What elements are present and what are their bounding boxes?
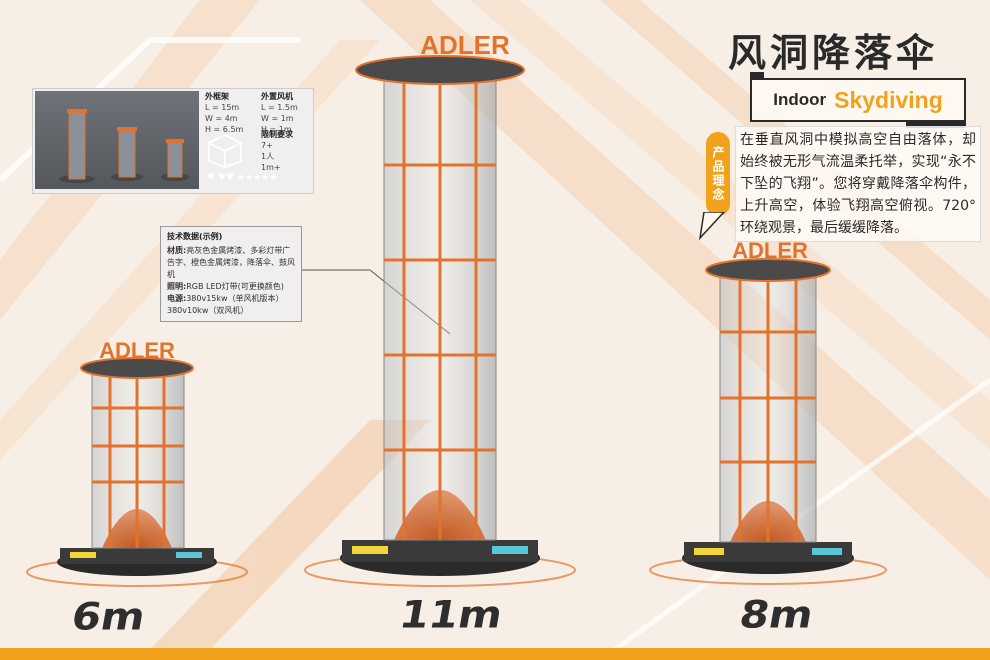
spec-outer-frame: 外框架 L = 15m W = 4m H = 6.5m — [205, 91, 243, 135]
tower-thumbnail — [35, 91, 199, 189]
spec-limits: 限制要求 7+ 1人 1m+ — [261, 129, 293, 173]
tower-11m: ADLER — [304, 30, 576, 587]
cube-icon — [208, 133, 242, 169]
material-value: 亮灰色金属烤漆、多彩灯带广告字、橙色金属烤漆，降落伞、鼓风机 — [167, 246, 295, 279]
power-value: 380v15kw（单风机版本） — [186, 294, 284, 303]
tower-11m-brand: ADLER — [420, 30, 510, 60]
tech-data-box: 技术数据(示例) 材质:亮灰色金属烤漆、多彩灯带广告字、橙色金属烤漆，降落伞、鼓… — [160, 226, 302, 322]
spec-limits-title: 限制要求 — [261, 130, 293, 139]
spec-panel: 外框架 L = 15m W = 4m H = 6.5m 外置风机 L = 1.5… — [32, 88, 314, 194]
spec-line: 1m+ — [261, 163, 281, 172]
spec-outer-fan-title: 外置风机 — [261, 92, 293, 101]
spec-line: W = 4m — [205, 114, 238, 123]
tower-8m-brand: ADLER — [732, 238, 808, 263]
spec-line: 1人 — [261, 152, 275, 161]
thumbnail-towers-image — [59, 109, 189, 183]
spec-outer-fan: 外置风机 L = 1.5m W = 1m H = 1m — [261, 91, 298, 135]
spec-line: H = 6.5m — [205, 125, 244, 134]
power-label: 电源: — [167, 294, 187, 303]
spec-line: 7+ — [261, 141, 273, 150]
page-title: 风洞降落伞 — [728, 31, 939, 75]
speech-tail-icon — [698, 212, 726, 241]
spec-line: L = 15m — [205, 103, 240, 112]
power-value-2: 380v10kw（双风机） — [167, 306, 249, 315]
tower-6m-brand: ADLER — [99, 338, 175, 363]
rating-icons: ♥ ♥♥ ★★★★★ — [207, 173, 278, 183]
concept-badge: 产品理念 — [706, 132, 730, 216]
tech-title: 技术数据(示例) — [167, 232, 223, 241]
subtitle-main: Skydiving — [834, 86, 943, 113]
spec-line: L = 1.5m — [261, 103, 298, 112]
tower-6m: ADLER — [26, 338, 248, 587]
spec-line: H = 1m — [261, 125, 292, 134]
concept-text: 在垂直风洞中模拟高空自由落体，却始终被无形气流温柔托举，实现“永不下坠的飞翔”。… — [735, 126, 981, 242]
height-label-11m: 11m — [396, 592, 507, 637]
spec-line: W = 1m — [261, 114, 294, 123]
lighting-value: RGB LED灯带(可更换颜色) — [186, 282, 284, 291]
bottom-accent-bar — [0, 648, 990, 660]
lighting-label: 照明: — [167, 282, 187, 291]
subtitle-box: Indoor Skydiving — [750, 72, 966, 128]
height-label-8m: 8m — [736, 592, 817, 637]
tower-8m: ADLER — [649, 238, 887, 585]
material-label: 材质: — [167, 246, 187, 255]
spec-outer-frame-title: 外框架 — [205, 92, 229, 101]
subtitle-prefix: Indoor — [773, 90, 827, 109]
height-label-6m: 6m — [68, 594, 149, 639]
